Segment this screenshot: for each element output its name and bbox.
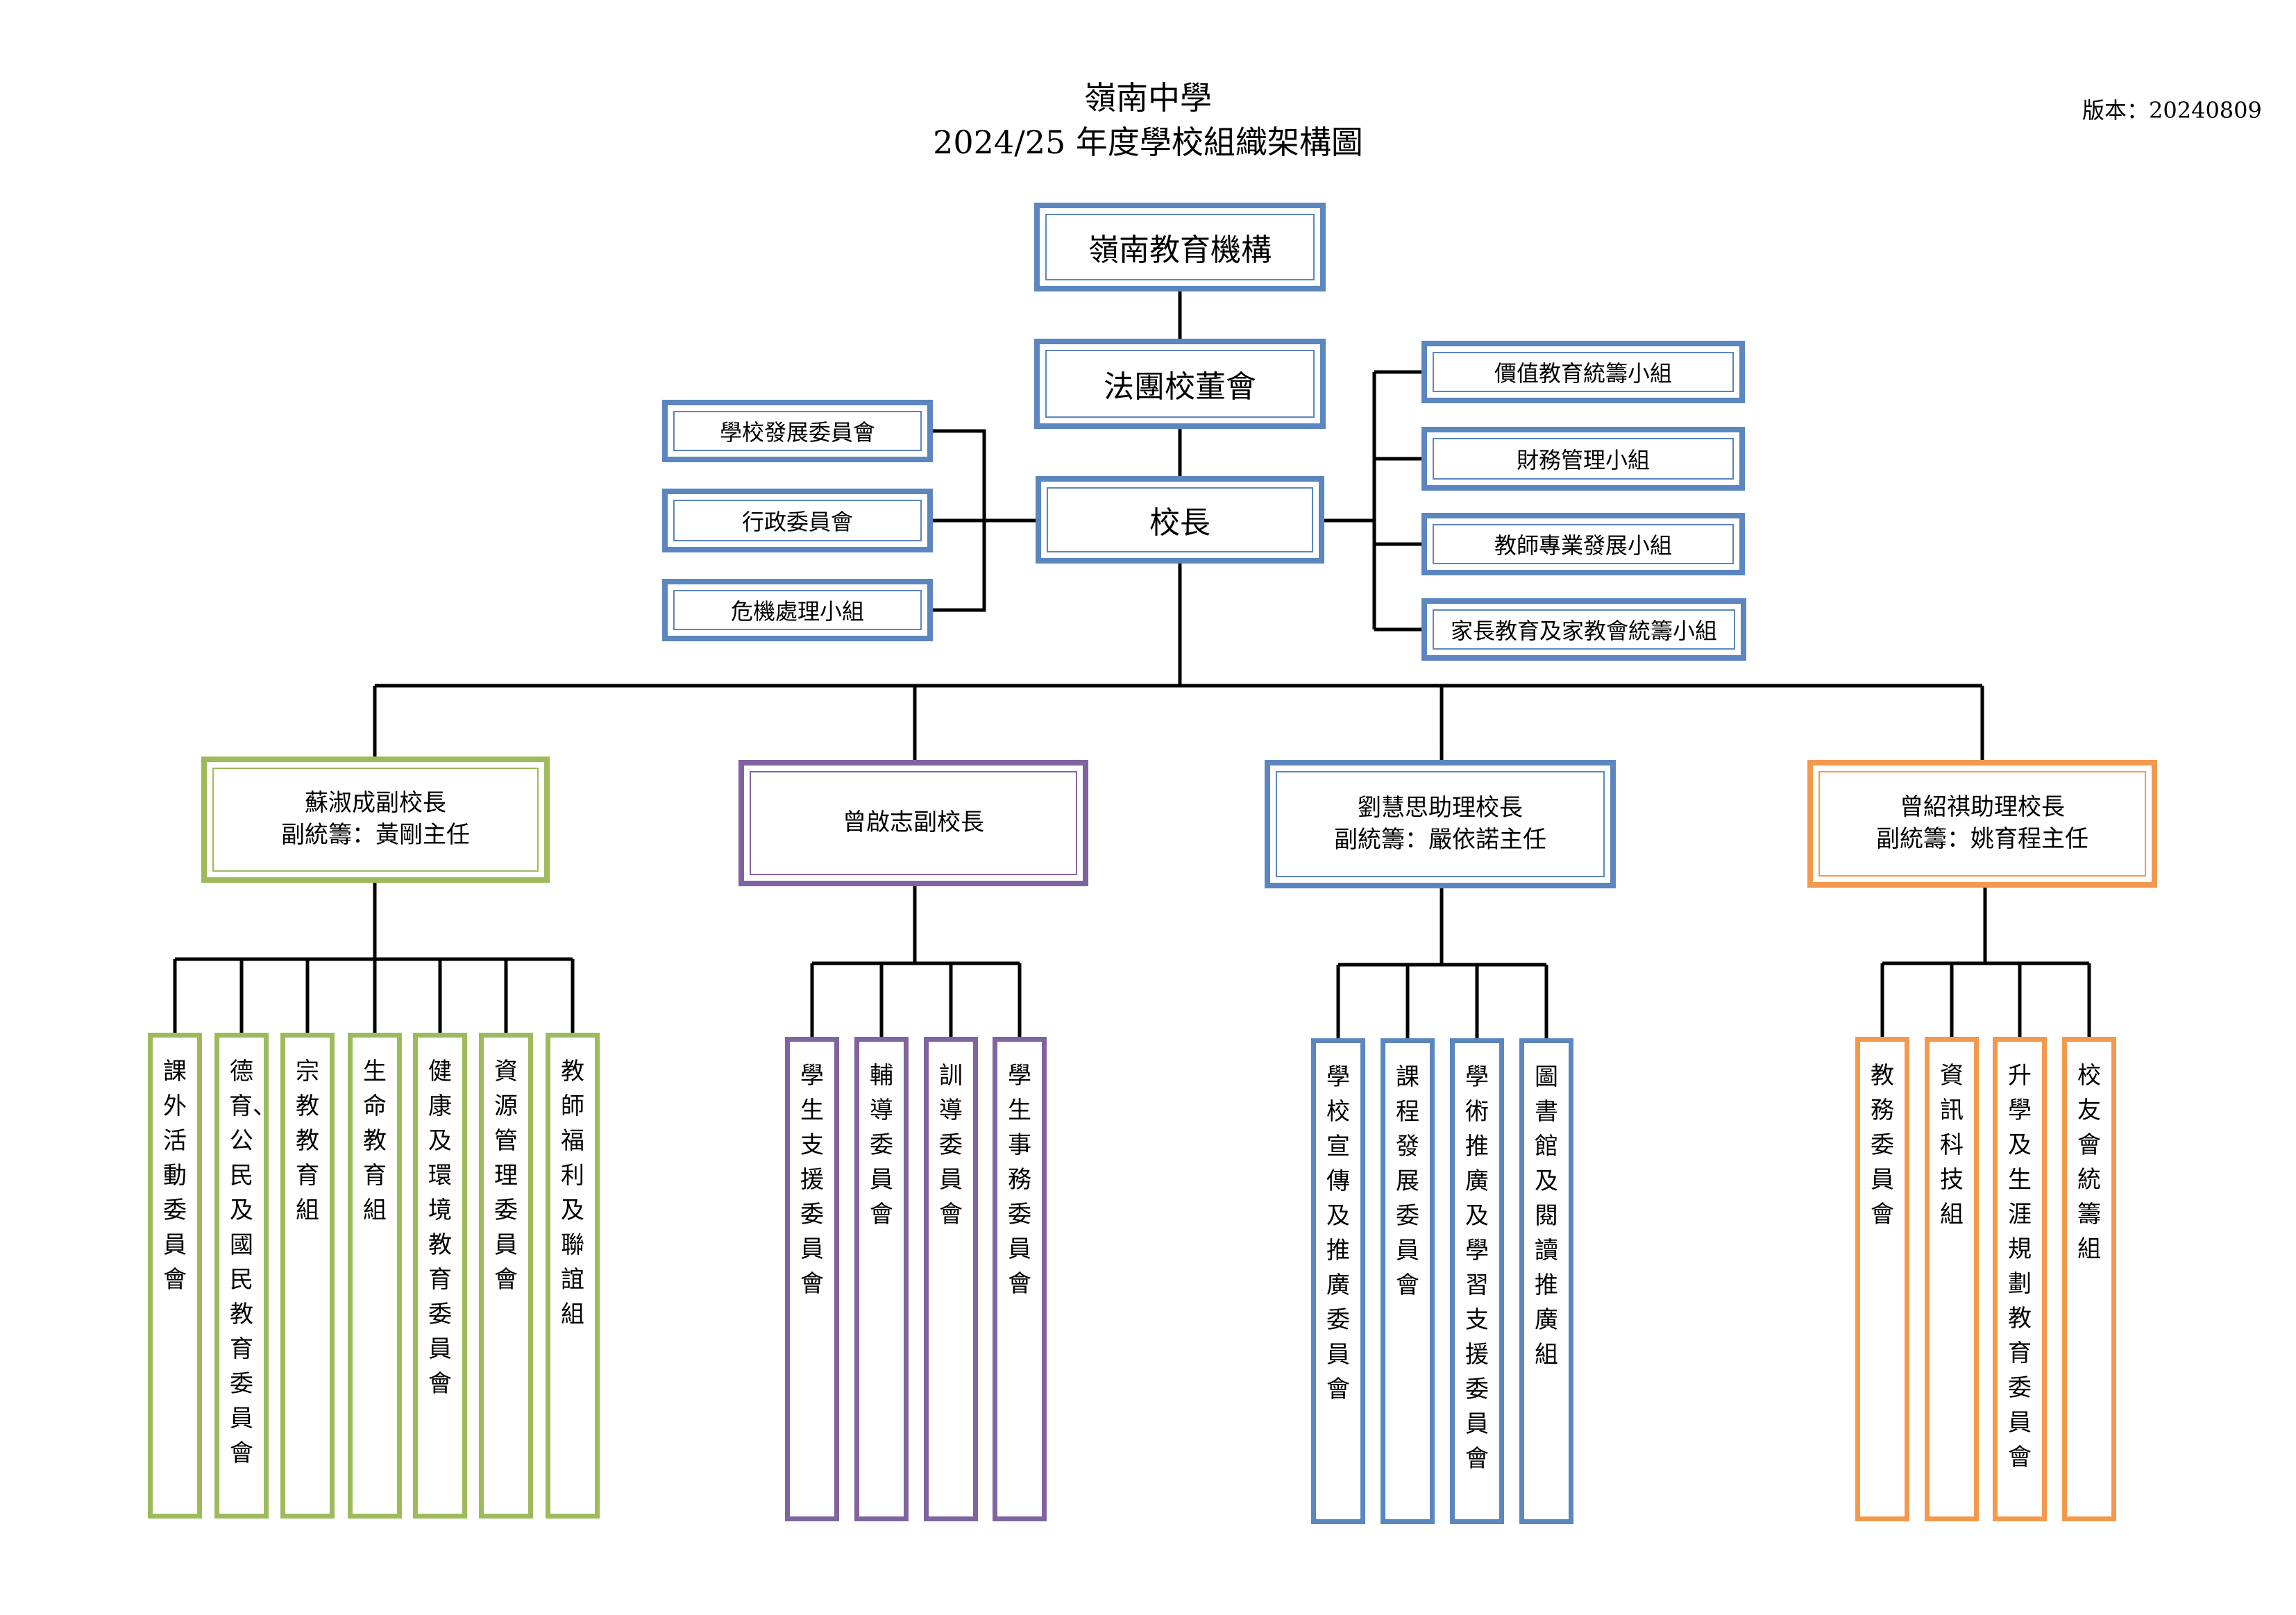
left-committee-label: 學校發展委員會 (719, 419, 875, 446)
unit-label: 學生支援委員會 (800, 1062, 824, 1298)
unit-label: 資源管理委員會 (494, 1058, 518, 1294)
division-deputy: 副統籌：姚育程主任 (1876, 825, 2088, 853)
unit-label: 圖書館及閱讀推廣組 (1535, 1063, 1558, 1369)
right-group-label: 財務管理小組 (1516, 447, 1650, 473)
unit-label: 資訊科技組 (1940, 1062, 1964, 1228)
division-head-box: 蘇淑成副校長 副統籌：黃剛主任 (201, 756, 550, 883)
board-label: 法團校董會 (1104, 369, 1256, 405)
division-deputy: 副統籌：黃剛主任 (281, 821, 470, 849)
unit-label: 學校宣傳及推廣委員會 (1326, 1063, 1350, 1403)
division-deputy: 副統籌：嚴依諾主任 (1334, 825, 1546, 854)
unit-box: 學術推廣及學習支援委員會 (1450, 1038, 1504, 1524)
unit-box: 學生事務委員會 (993, 1037, 1047, 1521)
division-head-box: 曾啟志副校長 (738, 760, 1088, 886)
division-head-name: 蘇淑成副校長 (305, 789, 446, 818)
right-group-label: 價值教育統籌小組 (1494, 360, 1672, 387)
unit-box: 生命教育組 (348, 1033, 402, 1519)
left-committee-box: 危機處理小組 (662, 579, 933, 641)
unit-label: 德育、公民及國民教育委員會 (229, 1058, 276, 1467)
unit-box: 訓導委員會 (924, 1037, 978, 1521)
right-group-box: 家長教育及家教會統籌小組 (1421, 598, 1746, 661)
unit-box: 健康及環境教育委員會 (413, 1033, 467, 1519)
unit-box: 宗教教育組 (280, 1033, 335, 1519)
unit-label: 學生事務委員會 (1008, 1062, 1031, 1298)
unit-label: 宗教教育組 (296, 1058, 319, 1224)
right-group-box: 價值教育統籌小組 (1421, 341, 1745, 403)
unit-box: 德育、公民及國民教育委員會 (214, 1033, 276, 1519)
unit-box: 課程發展委員會 (1381, 1038, 1435, 1524)
right-group-box: 教師專業發展小組 (1421, 513, 1745, 575)
unit-label: 教師福利及聯誼組 (561, 1058, 584, 1328)
unit-box: 學生支援委員會 (785, 1037, 839, 1521)
unit-box: 資訊科技組 (1925, 1037, 1979, 1521)
division-head-box: 劉慧思助理校長 副統籌：嚴依諾主任 (1265, 760, 1616, 888)
unit-label: 課外活動委員會 (163, 1058, 187, 1294)
version-label: 版本：20240809 (2082, 97, 2262, 124)
principal-box: 校長 (1036, 476, 1324, 564)
unit-box: 資源管理委員會 (479, 1033, 533, 1519)
unit-label: 健康及環境教育委員會 (428, 1058, 452, 1398)
unit-box: 圖書館及閱讀推廣組 (1519, 1038, 1573, 1524)
board-box: 法團校董會 (1034, 339, 1326, 429)
right-group-box: 財務管理小組 (1421, 427, 1745, 491)
division-head-name: 曾啟志副校長 (843, 809, 984, 837)
chart-title: 2024/25 年度學校組織架構圖 (933, 124, 1363, 161)
left-committee-box: 行政委員會 (662, 489, 933, 552)
right-group-label: 家長教育及家教會統籌小組 (1450, 618, 1717, 644)
principal-label: 校長 (1149, 505, 1210, 541)
left-committee-label: 行政委員會 (741, 509, 853, 535)
unit-label: 訓導委員會 (939, 1062, 963, 1228)
division-head-name: 曾紹祺助理校長 (1900, 793, 2065, 822)
unit-label: 輔導委員會 (870, 1062, 893, 1228)
division-head-box: 曾紹祺助理校長 副統籌：姚育程主任 (1807, 760, 2157, 888)
unit-box: 校友會統籌組 (2062, 1037, 2116, 1521)
unit-label: 校友會統籌組 (2077, 1062, 2101, 1263)
unit-box: 輔導委員會 (854, 1037, 909, 1521)
unit-label: 學術推廣及學習支援委員會 (1465, 1063, 1489, 1473)
unit-box: 教務委員會 (1855, 1037, 1909, 1521)
right-group-label: 教師專業發展小組 (1494, 532, 1672, 559)
division-head-name: 劉慧思助理校長 (1358, 793, 1523, 822)
org-box: 嶺南教育機構 (1034, 203, 1326, 291)
school-name: 嶺南中學 (1084, 79, 1212, 117)
left-committee-label: 危機處理小組 (730, 598, 864, 625)
unit-label: 生命教育組 (363, 1058, 387, 1224)
org-label: 嶺南教育機構 (1088, 232, 1272, 268)
left-committee-box: 學校發展委員會 (662, 400, 933, 462)
unit-box: 升學及生涯規劃教育委員會 (1993, 1037, 2047, 1521)
unit-label: 教務委員會 (1871, 1062, 1894, 1228)
unit-label: 升學及生涯規劃教育委員會 (2008, 1062, 2032, 1471)
unit-box: 教師福利及聯誼組 (546, 1033, 600, 1519)
unit-label: 課程發展委員會 (1396, 1063, 1419, 1299)
unit-box: 課外活動委員會 (148, 1033, 202, 1519)
unit-box: 學校宣傳及推廣委員會 (1311, 1038, 1365, 1524)
